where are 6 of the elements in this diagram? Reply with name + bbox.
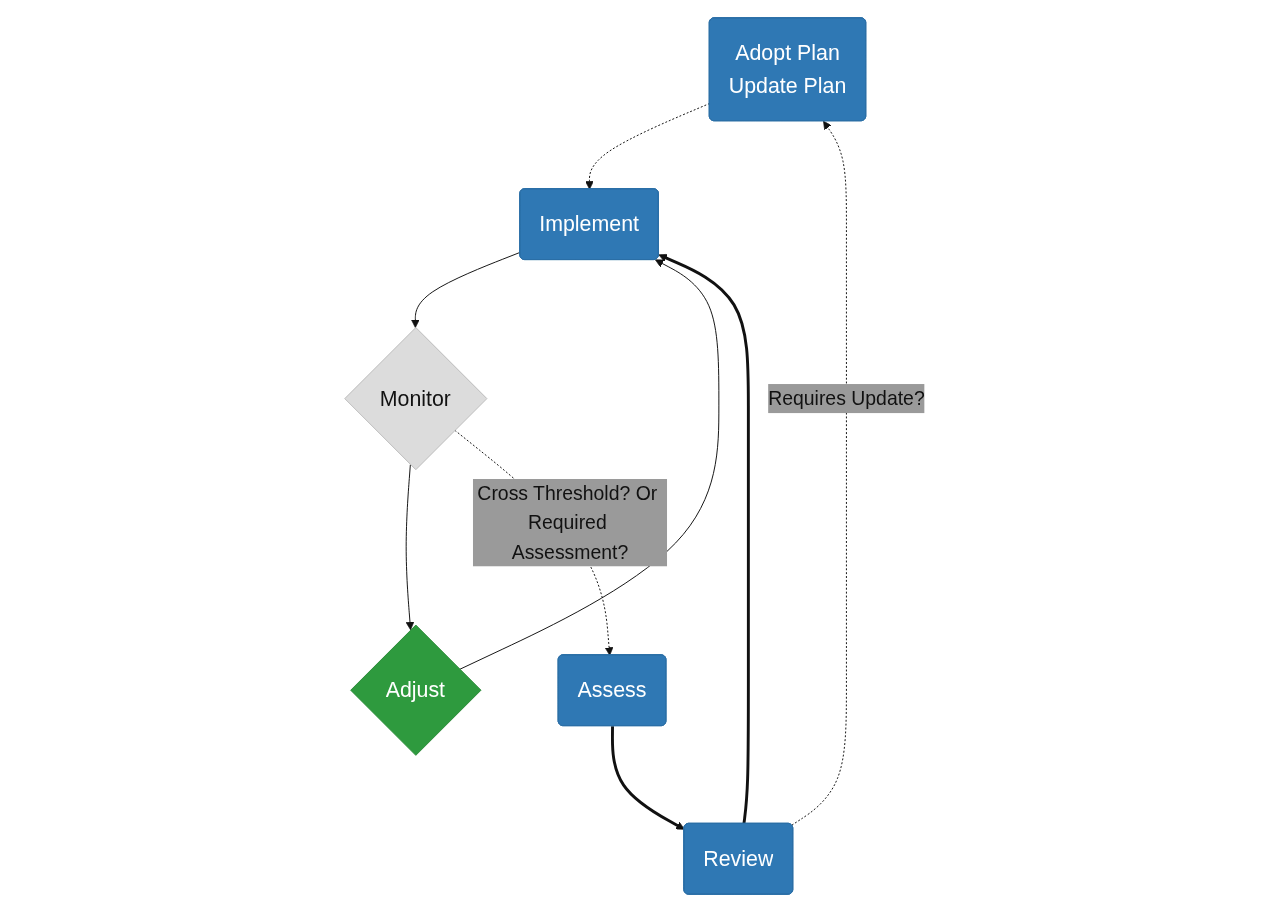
node-diamond: Monitor (344, 327, 488, 471)
node-diamond: Adjust (349, 624, 482, 756)
arrow (610, 726, 685, 830)
edge-label: Requires Update? (767, 387, 925, 410)
edge-label: Cross Threshold? Or Required Assessment? (477, 482, 658, 563)
arrow (658, 253, 750, 824)
